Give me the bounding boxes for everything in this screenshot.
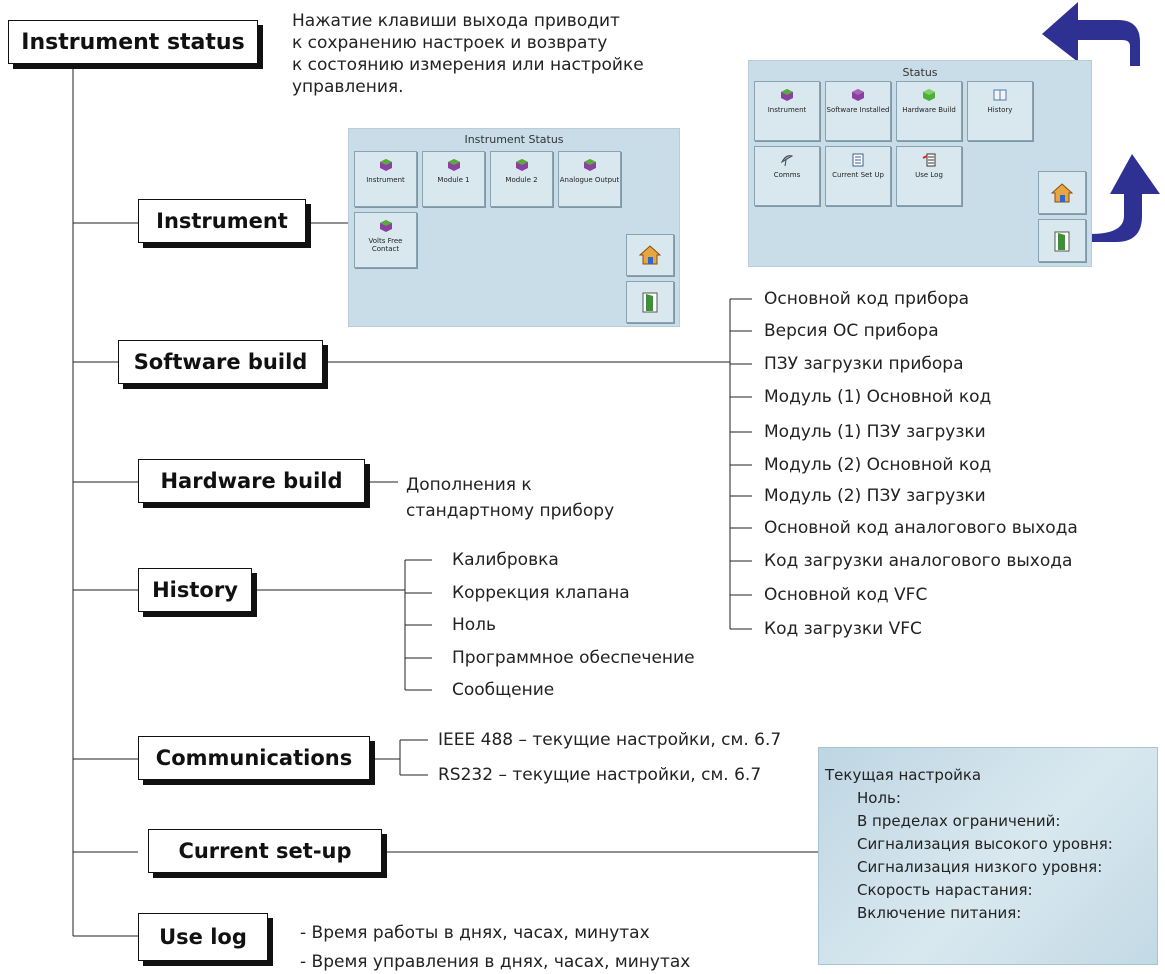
setup-panel-title: Текущая настройка: [825, 766, 982, 784]
tile-module-1[interactable]: Module 1: [422, 151, 485, 207]
setup-item: Ноль:: [857, 789, 901, 807]
home-button[interactable]: [1038, 171, 1086, 214]
use-log-item: - Время управления в днях, часах, минута…: [300, 952, 691, 972]
software-item: Модуль (2) ПЗУ загрузки: [764, 486, 986, 506]
tile-label: Volts Free Contact: [368, 237, 403, 253]
tile-history[interactable]: History: [967, 81, 1033, 141]
software-item: Основной код аналогового выхода: [764, 518, 1078, 538]
list-icon: [852, 153, 864, 167]
history-item: Программное обеспечение: [452, 648, 695, 668]
history-item: Коррекция клапана: [452, 583, 630, 603]
tile-hardware-build[interactable]: Hardware Build: [896, 81, 962, 141]
instrument-box: Instrument: [138, 199, 306, 243]
cube-icon: [379, 159, 392, 171]
hardware-note-line: стандартному прибору: [406, 501, 615, 521]
software-item: Модуль (2) Основной код: [764, 455, 992, 475]
tile-volts-free-contact[interactable]: Volts Free Contact: [354, 212, 417, 268]
home-icon: [1051, 182, 1073, 202]
comms-item: RS232 – текущие настройки, см. 6.7: [438, 765, 762, 785]
tile-label: Software Installed: [826, 106, 890, 114]
history-box: History: [138, 568, 252, 612]
software-item: ПЗУ загрузки прибора: [764, 354, 964, 374]
comms-item: IEEE 488 – текущие настройки, см. 6.7: [438, 730, 782, 750]
tile-instrument[interactable]: Instrument: [354, 151, 417, 207]
tile-module-2[interactable]: Module 2: [490, 151, 553, 207]
exit-note-line: управления.: [292, 77, 404, 97]
tile-label: Instrument: [366, 176, 405, 184]
tile-label: Use Log: [915, 171, 943, 179]
software-item: Версия ОС прибора: [764, 321, 939, 341]
history-item: Калибровка: [452, 550, 559, 570]
exit-button[interactable]: [626, 281, 674, 323]
home-icon: [639, 245, 661, 265]
current-setup-panel: Текущая настройка Ноль: В пределах огран…: [818, 747, 1158, 965]
current-setup-box: Current set-up: [148, 829, 382, 873]
exit-door-icon: [1054, 231, 1070, 251]
history-item: Ноль: [452, 615, 497, 635]
satellite-dish-icon: [780, 155, 794, 167]
instrument-status-screen: Instrument Status Instrument Module 1 Mo…: [348, 128, 680, 327]
tile-label: Analogue Output: [559, 176, 620, 184]
software-item: Основной код прибора: [764, 289, 970, 309]
setup-item: Включение питания:: [857, 904, 1022, 922]
book-icon: [993, 89, 1007, 101]
home-button[interactable]: [626, 234, 674, 276]
tile-label: Module 1: [437, 176, 470, 184]
setup-item: В пределах ограничений:: [857, 812, 1061, 830]
cube-icon: [447, 159, 460, 171]
cube-icon: [515, 159, 528, 171]
tile-label: History: [987, 106, 1013, 114]
up-arrow-icon: [1090, 154, 1160, 242]
hardware-note-line: Дополнения к: [406, 475, 532, 495]
tile-label: Comms: [773, 171, 801, 179]
setup-item: Скорость нарастания:: [857, 881, 1033, 899]
software-item: Модуль (1) ПЗУ загрузки: [764, 422, 986, 442]
tile-instrument[interactable]: Instrument: [754, 81, 820, 141]
instrument-screen-title: Instrument Status: [464, 133, 564, 146]
history-item: Сообщение: [452, 680, 555, 700]
tile-current-set-up[interactable]: Current Set Up: [825, 146, 891, 206]
cube-icon: [379, 220, 392, 232]
tile-comms[interactable]: Comms: [754, 146, 820, 206]
hardware-note: Дополнения к стандартному прибору: [406, 472, 614, 524]
tile-analogue-output[interactable]: Analogue Output: [558, 151, 621, 207]
tile-label: Module 2: [505, 176, 538, 184]
status-screen: Status Instrument Software Installed Har…: [748, 60, 1092, 267]
log-icon: [922, 153, 936, 167]
tile-software-installed[interactable]: Software Installed: [825, 81, 891, 141]
software-item: Код загрузки VFC: [764, 619, 922, 639]
exit-door-icon: [642, 292, 658, 313]
tile-label: Instrument: [767, 106, 807, 114]
software-item: Модуль (1) Основной код: [764, 387, 992, 407]
software-build-box: Software build: [118, 340, 323, 384]
software-item: Код загрузки аналогового выхода: [764, 551, 1073, 571]
status-screen-title: Status: [902, 66, 938, 79]
back-arrow-icon: [1042, 2, 1140, 66]
cube-icon: [781, 89, 793, 101]
tile-use-log[interactable]: Use Log: [896, 146, 962, 206]
exit-note: Нажатие клавиши выхода приводит к сохран…: [292, 10, 644, 98]
exit-note-line: к сохранению настроек и возврату: [292, 33, 608, 53]
use-log-box: Use log: [138, 913, 268, 961]
hardware-build-box: Hardware build: [138, 459, 365, 503]
exit-note-line: Нажатие клавиши выхода приводит: [292, 11, 620, 31]
communications-box: Communications: [138, 736, 370, 780]
setup-item: Сигнализация низкого уровня:: [857, 858, 1103, 876]
cube-icon: [583, 159, 596, 171]
cube-icon: [923, 89, 935, 101]
cube-icon: [852, 89, 864, 101]
software-item: Основной код VFC: [764, 585, 928, 605]
exit-note-line: к состоянию измерения или настройке: [292, 55, 644, 75]
use-log-item: - Время работы в днях, часах, минутах: [300, 923, 650, 943]
exit-button[interactable]: [1038, 219, 1086, 262]
tile-label: Current Set Up: [832, 171, 884, 179]
tile-label: Hardware Build: [902, 106, 956, 114]
setup-item: Сигнализация высокого уровня:: [857, 835, 1113, 853]
root-box: Instrument status: [8, 20, 258, 64]
